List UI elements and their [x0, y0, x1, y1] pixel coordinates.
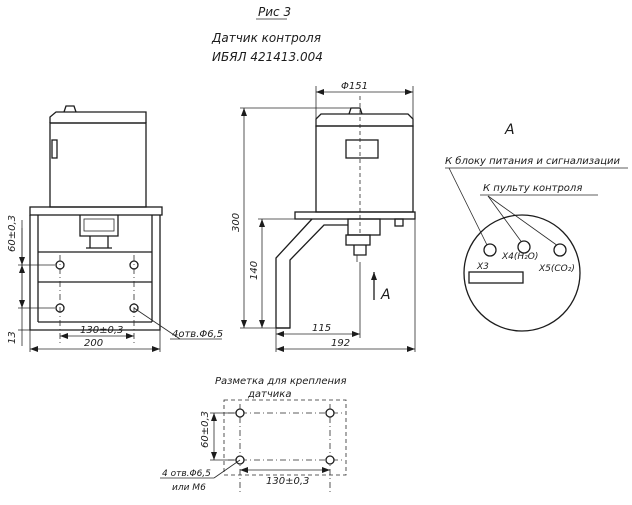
mounting-holes-label-1: 4 отв.Φ6,5: [162, 469, 211, 479]
figure-number: Рис 3: [258, 5, 291, 19]
view-a-arrow-label: А: [380, 287, 391, 303]
side-dim-height-140: 140: [249, 261, 260, 280]
front-dim-width-130: 130±0,3: [80, 325, 123, 336]
side-mounting-plate: [294, 211, 416, 220]
front-side-latch: [51, 139, 58, 159]
side-housing: [315, 125, 414, 213]
side-view: А: [275, 96, 416, 329]
front-housing: [49, 122, 147, 208]
side-dim-width-192: 192: [331, 338, 350, 349]
front-mounting-plate: [29, 206, 163, 216]
front-connector: [79, 215, 119, 237]
side-cap: [315, 113, 414, 127]
mounting-title-line1: Разметка для крепления: [215, 376, 347, 387]
side-view-dimensions: Φ151 300 140 115 192: [231, 81, 416, 352]
front-top-stud: [63, 105, 77, 113]
connector-x3: [483, 243, 497, 257]
drawing-title-block: Рис 3 Датчик контроля ИБЯЛ 421413.004: [211, 5, 323, 64]
side-bracket: [275, 218, 348, 329]
connector-x5: [553, 243, 567, 257]
front-dim-width-200: 200: [84, 338, 103, 349]
view-a-label-remote: К пульту контроля: [483, 183, 582, 194]
view-a-title: А: [504, 122, 515, 138]
front-holes-label: 4отв.Φ6,5: [172, 329, 223, 340]
front-view: 4отв.Φ6,5: [29, 105, 223, 345]
mounting-dim-height: 60±0,3: [200, 411, 211, 448]
view-a-label-power: К блоку питания и сигнализации: [445, 155, 621, 167]
front-cap: [49, 111, 147, 123]
mounting-dim-width: 130±0,3: [266, 476, 309, 487]
side-dim-height-300: 300: [231, 213, 242, 232]
side-dim-diameter: Φ151: [341, 81, 368, 92]
mounting-hole-bottom-right: [325, 455, 335, 465]
mounting-layout: Разметка для крепления датчика 60±0,3 13…: [160, 376, 347, 495]
connector-x4: [517, 240, 531, 254]
device-name: Датчик контроля: [211, 31, 321, 45]
connector-x5-label: X5(СО₂): [538, 264, 575, 274]
side-connector: [347, 218, 381, 236]
side-window: [345, 139, 379, 159]
connector-x4-label: X4(Н₂О): [501, 252, 538, 262]
front-dim-height-13: 13: [7, 331, 18, 344]
view-a-flange: [463, 214, 581, 332]
front-dim-height-60: 60±0,3: [7, 215, 18, 252]
mounting-hole-top-right: [325, 408, 335, 418]
front-bracket: [29, 215, 161, 331]
view-a-bracket-slot: [468, 271, 524, 284]
mounting-hole-top-left: [235, 408, 245, 418]
front-view-dimensions: 60±0,3 13 130±0,3 200: [7, 215, 161, 352]
view-a: А К блоку питания и сигнализации К пульт…: [445, 122, 628, 332]
mounting-title-line2: датчика: [247, 389, 291, 400]
mounting-holes-label-2: или М6: [172, 483, 206, 493]
device-code: ИБЯЛ 421413.004: [212, 50, 323, 64]
side-dim-width-115: 115: [312, 323, 331, 334]
connector-x3-label: X3: [476, 262, 489, 272]
